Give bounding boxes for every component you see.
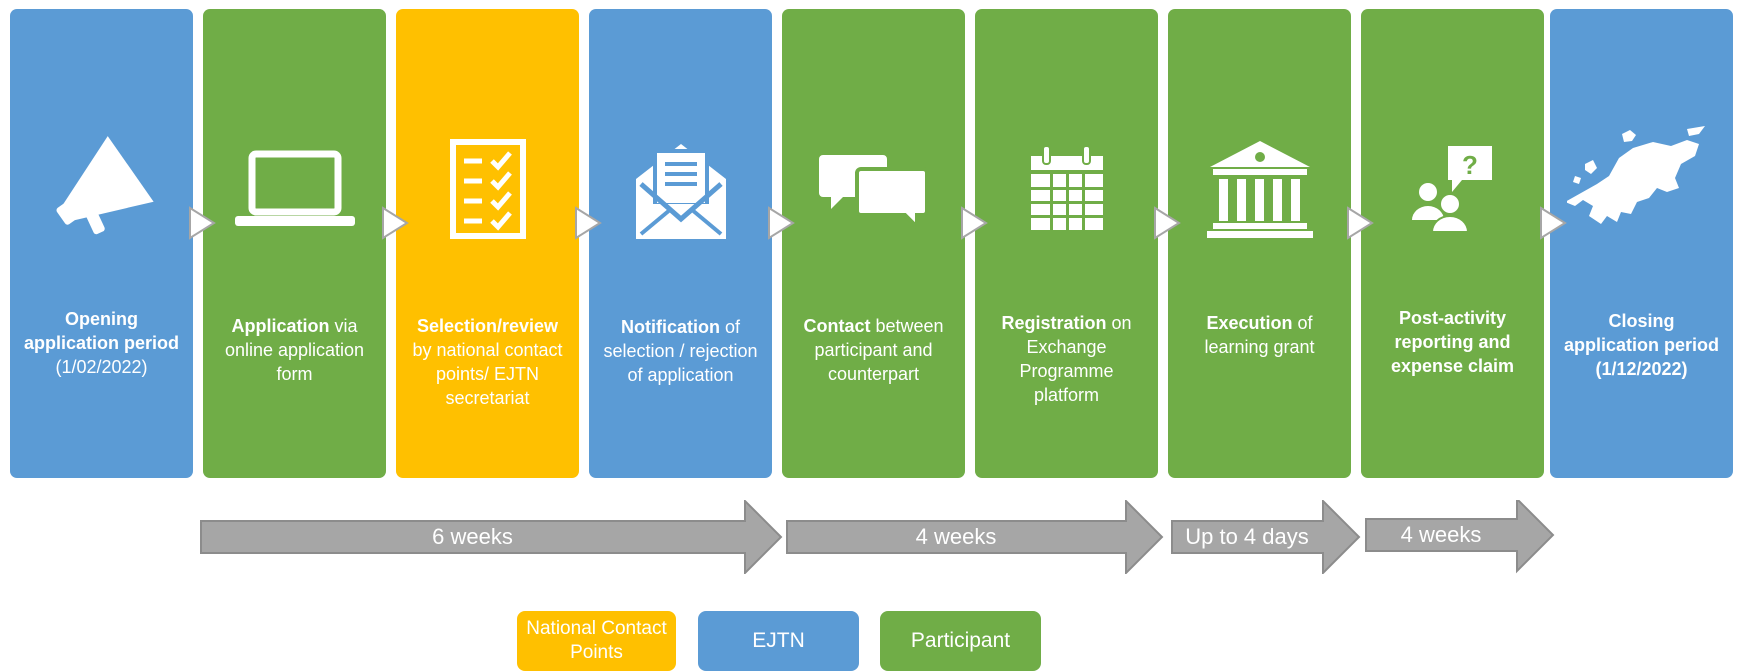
duration-label: Up to 4 days bbox=[1185, 524, 1309, 549]
step-label: Opening application period(1/02/2022) bbox=[23, 309, 179, 377]
step-post-activity: ? Post-activity reporting and expense cl… bbox=[1361, 9, 1544, 478]
duration-arrow-4-weeks: 4 weeks bbox=[786, 500, 1164, 574]
step-opening-application-period: Opening application period(1/02/2022) bbox=[10, 9, 193, 478]
legend-national-contact-points: National Contact Points bbox=[517, 611, 676, 671]
europe-map-icon bbox=[1550, 104, 1733, 254]
step-label: Notification of selection / rejection of… bbox=[603, 317, 758, 385]
step-label: Contact between participant and counterp… bbox=[803, 316, 944, 384]
connector-arrow bbox=[382, 206, 409, 240]
step-registration: Registration on Exchange Programme platf… bbox=[975, 9, 1158, 478]
legend-participant: Participant bbox=[880, 611, 1041, 671]
connector-arrow bbox=[575, 206, 602, 240]
laptop-icon bbox=[203, 114, 386, 264]
step-execution: Execution of learning grant bbox=[1168, 9, 1351, 478]
step-label: Closing application period (1/12/2022) bbox=[1563, 311, 1719, 379]
duration-label: 6 weeks bbox=[432, 524, 513, 549]
legend-label: EJTN bbox=[752, 629, 805, 652]
connector-arrow bbox=[189, 206, 216, 240]
legend-ejtn: EJTN bbox=[698, 611, 859, 671]
duration-arrow-6-weeks: 6 weeks bbox=[200, 500, 783, 574]
envelope-icon bbox=[589, 114, 772, 264]
checklist-icon bbox=[396, 114, 579, 264]
legend-label: National Contact Points bbox=[526, 618, 667, 663]
connector-arrow bbox=[1347, 206, 1374, 240]
duration-label: 4 weeks bbox=[915, 524, 997, 549]
step-closing-application-period: Closing application period (1/12/2022) bbox=[1550, 9, 1733, 478]
step-connectors bbox=[189, 206, 1567, 240]
step-application: Application via online application form bbox=[203, 9, 386, 478]
step-label: Registration on Exchange Programme platf… bbox=[1001, 313, 1132, 405]
institution-building-icon bbox=[1168, 114, 1351, 264]
step-label: Execution of learning grant bbox=[1204, 313, 1315, 357]
svg-text:?: ? bbox=[1462, 150, 1478, 180]
step-selection-review: Selection/review by national contact poi… bbox=[396, 9, 579, 478]
legend-label: Participant bbox=[910, 629, 1011, 652]
duration-label: 4 weeks bbox=[1400, 522, 1482, 547]
connector-arrow bbox=[1540, 206, 1567, 240]
duration-arrow-up-to-4-days: Up to 4 days bbox=[1171, 500, 1361, 574]
step-label: Post-activity reporting and expense clai… bbox=[1390, 308, 1515, 376]
people-question-icon: ? bbox=[1361, 114, 1544, 264]
connector-arrow bbox=[1154, 206, 1181, 240]
connector-arrow bbox=[768, 206, 795, 240]
step-contact: Contact between participant and counterp… bbox=[782, 9, 965, 478]
connector-arrow bbox=[961, 206, 988, 240]
megaphone-icon bbox=[10, 114, 193, 264]
step-notification: Notification of selection / rejection of… bbox=[589, 9, 772, 478]
chat-bubbles-icon bbox=[782, 114, 965, 264]
calendar-icon bbox=[975, 114, 1158, 264]
step-label: Application via online application form bbox=[224, 316, 365, 384]
duration-arrow-4-weeks-final: 4 weeks bbox=[1365, 500, 1555, 574]
step-label: Selection/review by national contact poi… bbox=[412, 316, 563, 408]
